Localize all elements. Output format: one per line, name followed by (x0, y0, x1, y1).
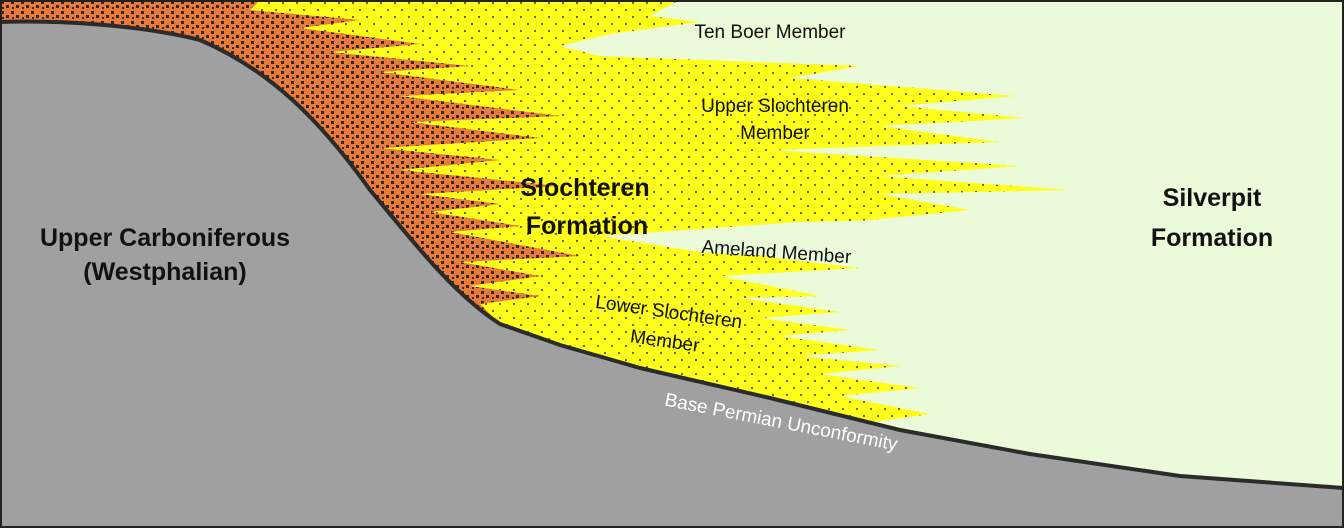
slochteren-label: Slochteren (520, 174, 649, 202)
ten-boer-tongue (560, 20, 1344, 70)
ten-boer-label: Ten Boer Member (694, 22, 846, 43)
unconformity-line (0, 19, 1344, 490)
westphalian-label: (Westphalian) (83, 258, 246, 286)
silverpit-formation-label: Formation (1151, 224, 1273, 252)
silverpit-label: Silverpit (1163, 184, 1262, 212)
upper-slochteren-label: Upper Slochteren (701, 96, 849, 117)
upper-carboniferous-label: Upper Carboniferous (40, 224, 290, 252)
ameland-tongue (600, 210, 1344, 280)
slochteren-formation-label: Formation (526, 212, 648, 240)
upper-slochteren-member-label: Member (740, 123, 810, 144)
